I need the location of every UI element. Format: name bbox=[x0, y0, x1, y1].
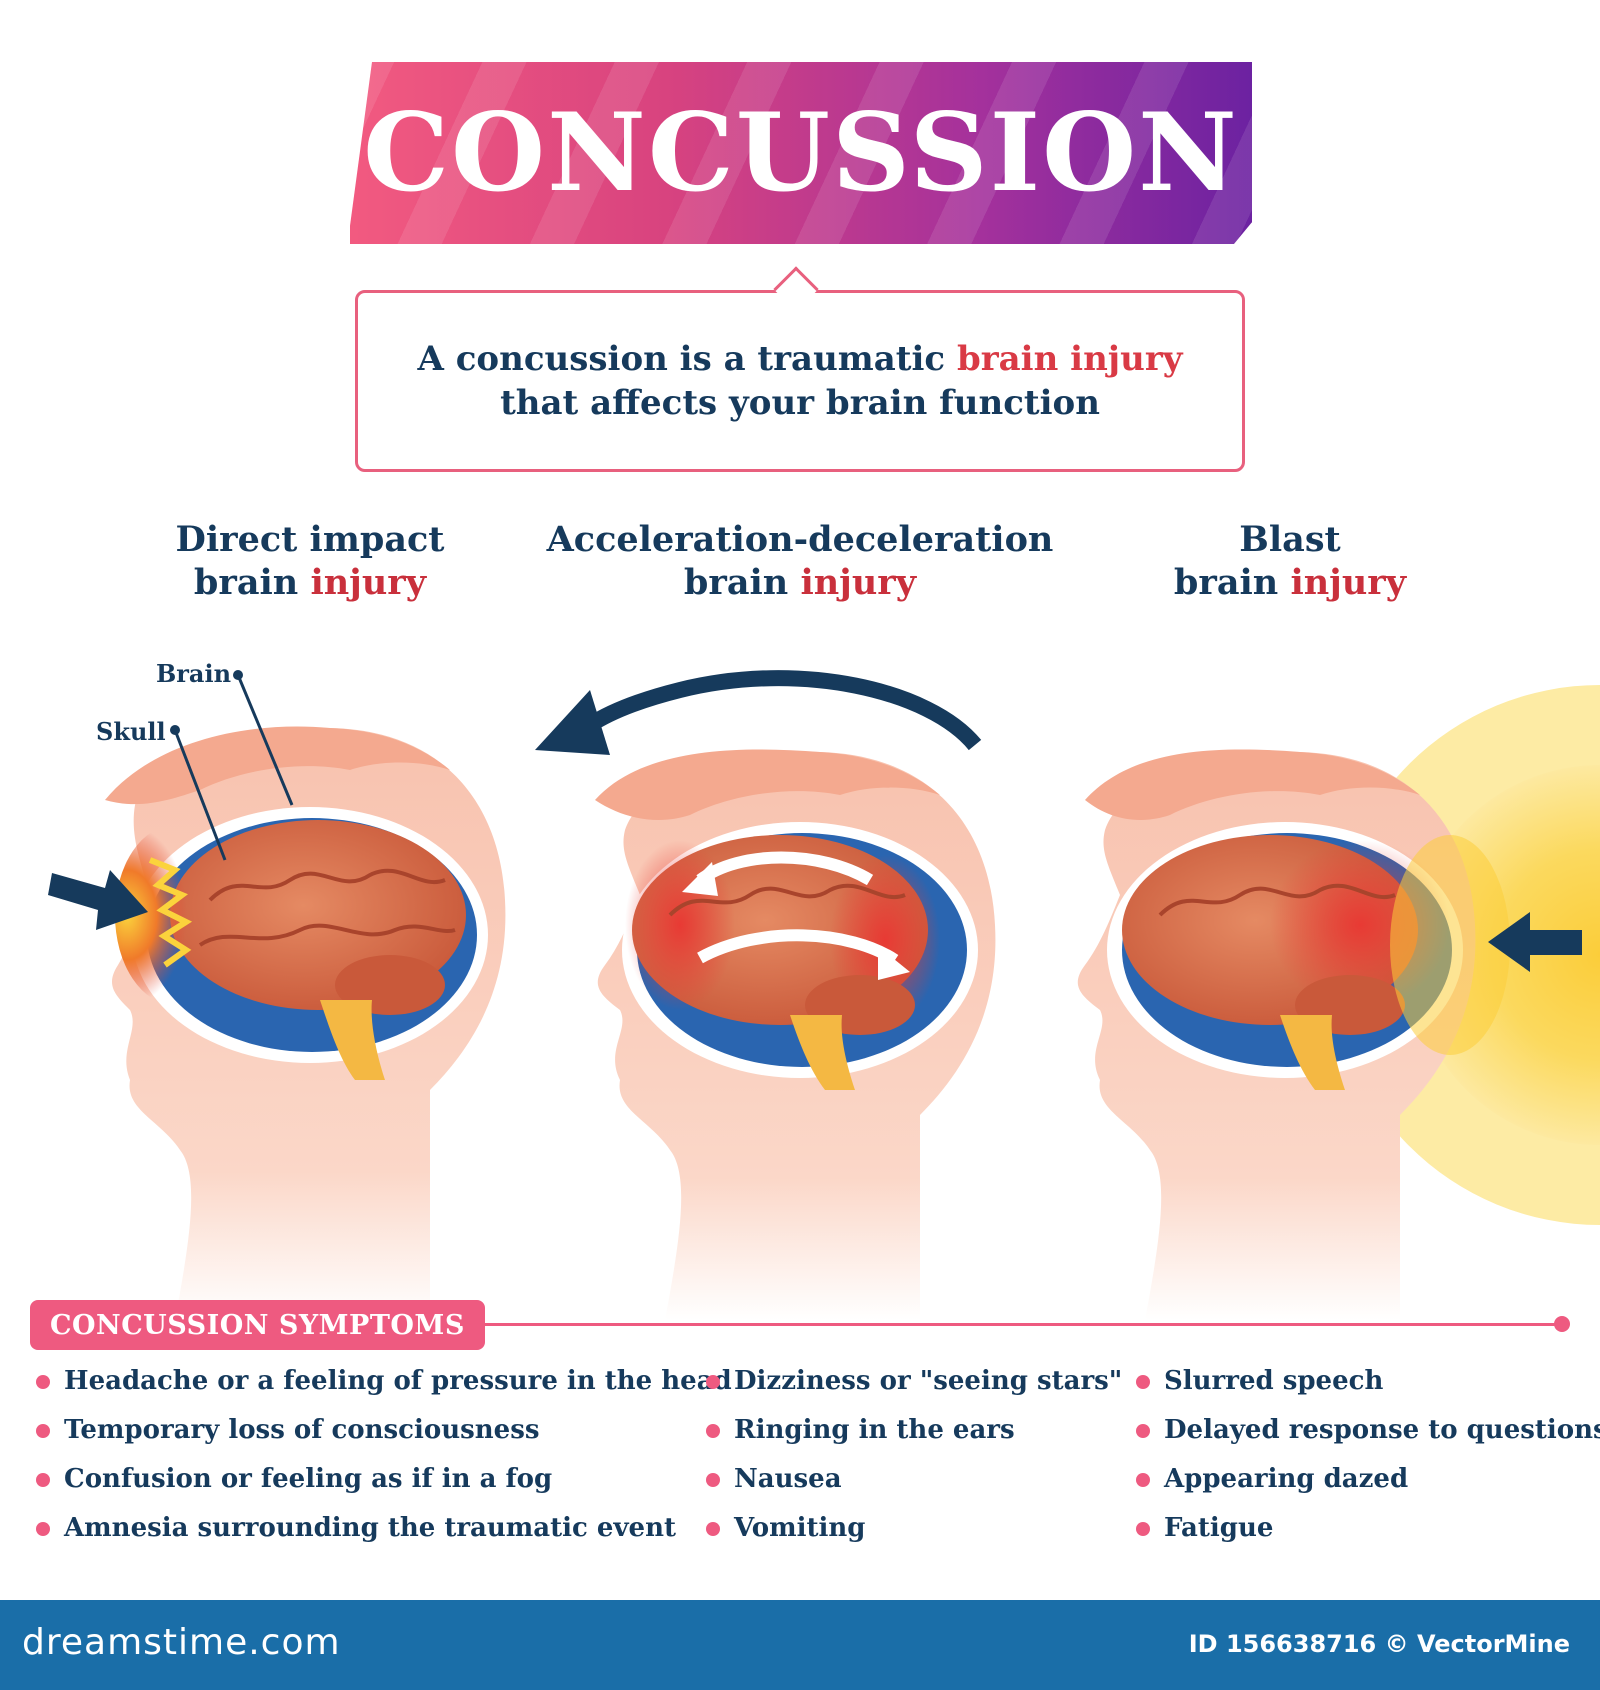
head-direct-impact bbox=[105, 726, 506, 1320]
symptom-item: Nausea bbox=[706, 1463, 1122, 1512]
title-banner: CONCUSSION bbox=[350, 62, 1252, 244]
label-brain: Brain bbox=[156, 659, 231, 688]
heading-line: brain injury bbox=[683, 562, 917, 603]
heading-line: Blast bbox=[1239, 519, 1341, 560]
symptom-item: Dizziness or "seeing stars" bbox=[706, 1365, 1122, 1414]
footer-brand-logo[interactable]: dreamstime.com bbox=[22, 1622, 341, 1663]
symptom-item: Vomiting bbox=[706, 1512, 1122, 1561]
definition-box: A concussion is a traumatic brain injury… bbox=[355, 290, 1245, 472]
symptom-item: Appearing dazed bbox=[1136, 1463, 1600, 1512]
footer-bar: dreamstime.com ID 156638716 © VectorMine bbox=[0, 1600, 1600, 1690]
injury-illustration: Brain Skull bbox=[48, 659, 1600, 1320]
heading-line: Direct impact bbox=[175, 519, 445, 560]
brain-pointer-line bbox=[236, 674, 294, 806]
skull-pointer-line bbox=[173, 729, 227, 861]
symptom-item: Confusion or feeling as if in a fog bbox=[36, 1463, 732, 1512]
heading-acceleration-deceleration: Acceleration-deceleration brain injury bbox=[540, 518, 1060, 604]
head-acceleration-deceleration bbox=[595, 749, 996, 1320]
symptoms-divider-end bbox=[1554, 1316, 1570, 1332]
heading-line: Acceleration-deceleration bbox=[546, 519, 1054, 560]
symptom-item: Fatigue bbox=[1136, 1512, 1600, 1561]
label-skull: Skull bbox=[96, 717, 166, 746]
blast-arrow-icon bbox=[1488, 912, 1582, 972]
page-title: CONCUSSION bbox=[363, 90, 1239, 216]
symptom-item: Amnesia surrounding the traumatic event bbox=[36, 1512, 732, 1561]
definition-line-2: that affects your brain function bbox=[500, 383, 1100, 423]
symptoms-column-3: Slurred speech Delayed response to quest… bbox=[1136, 1365, 1600, 1561]
symptom-item: Temporary loss of consciousness bbox=[36, 1414, 732, 1463]
symptoms-divider bbox=[460, 1323, 1560, 1326]
symptoms-column-2: Dizziness or "seeing stars" Ringing in t… bbox=[706, 1365, 1122, 1561]
symptom-item: Headache or a feeling of pressure in the… bbox=[36, 1365, 732, 1414]
symptoms-heading: CONCUSSION SYMPTOMS bbox=[30, 1300, 485, 1350]
heading-blast: Blast brain injury bbox=[1130, 518, 1450, 604]
impact-arrow-icon bbox=[48, 870, 148, 930]
definition-line-1: A concussion is a traumatic brain injury bbox=[418, 337, 1183, 381]
definition-text: A concussion is a traumatic bbox=[417, 339, 957, 379]
motion-arrow-icon bbox=[585, 670, 982, 751]
symptom-item: Delayed response to questions bbox=[1136, 1414, 1600, 1463]
footer-image-id: ID 156638716 © VectorMine bbox=[1188, 1630, 1570, 1658]
symptom-item: Slurred speech bbox=[1136, 1365, 1600, 1414]
head-blast bbox=[1077, 749, 1510, 1320]
symptoms-column-1: Headache or a feeling of pressure in the… bbox=[36, 1365, 732, 1561]
definition-highlight: brain injury bbox=[956, 339, 1183, 379]
brain-motion-arrow-right bbox=[697, 929, 899, 966]
heading-line: brain injury bbox=[193, 562, 427, 603]
brain-motion-arrow-left bbox=[696, 851, 874, 886]
heading-direct-impact: Direct impact brain injury bbox=[150, 518, 470, 604]
heading-line: brain injury bbox=[1173, 562, 1407, 603]
symptom-item: Ringing in the ears bbox=[706, 1414, 1122, 1463]
